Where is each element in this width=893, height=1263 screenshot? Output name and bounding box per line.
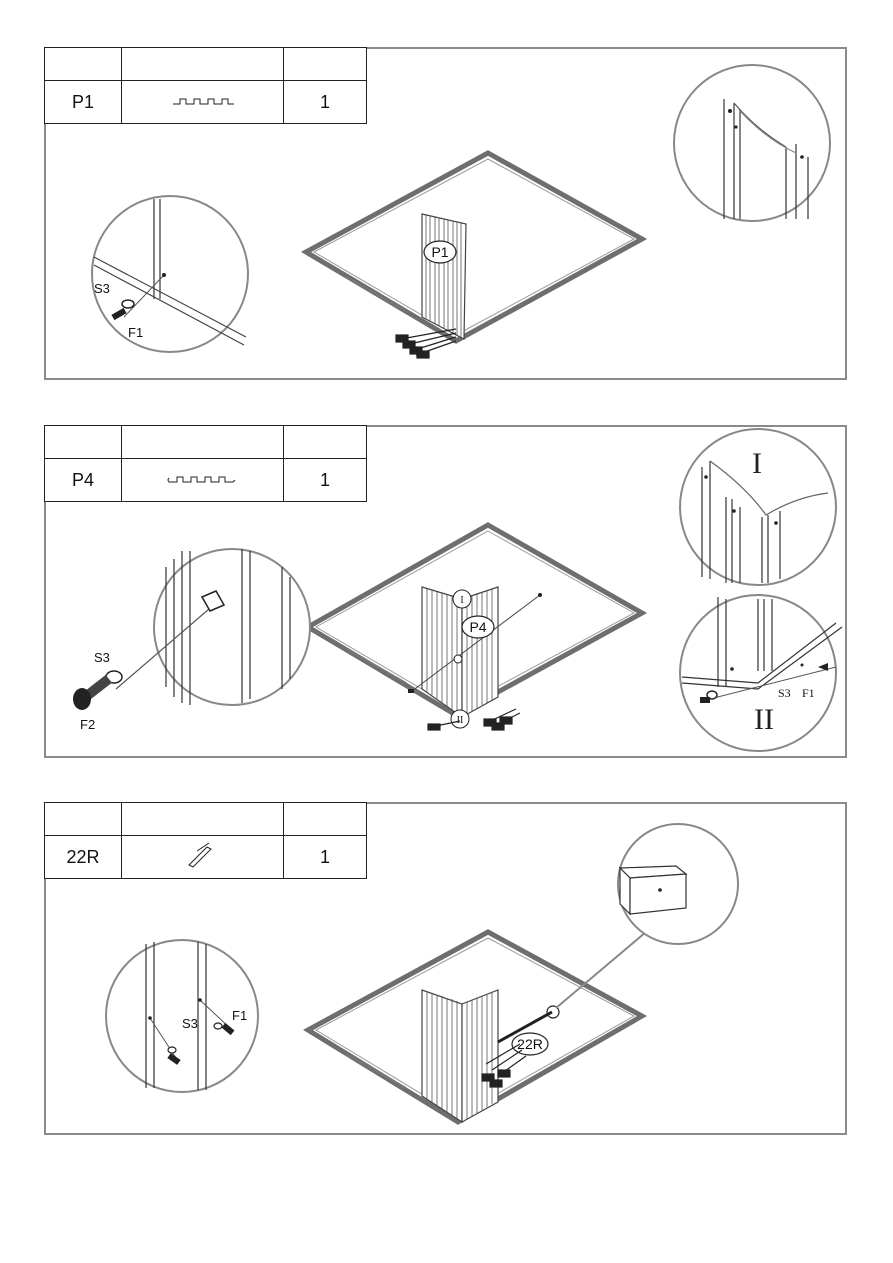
assembly-illustration-3: 22R xyxy=(105,823,739,1125)
parts-table-1: P1 1 xyxy=(44,47,367,124)
part-icon xyxy=(121,458,284,502)
step-panel-1: P1 1 P1 xyxy=(44,47,847,380)
detail-circle-bolt: S3 F2 xyxy=(73,548,311,732)
detail-circle-beam-end xyxy=(617,823,739,945)
part-callout-p1: P1 xyxy=(431,244,448,260)
label-screw: F1 xyxy=(232,1008,247,1023)
step-panel-2: P4 1 xyxy=(44,425,847,758)
callout-leader xyxy=(555,931,647,1009)
part-qty: 1 xyxy=(283,80,367,124)
marker-i-large: I xyxy=(752,447,762,480)
label-screw-detail: F1 xyxy=(802,686,815,700)
label-washer: S3 xyxy=(94,281,110,296)
detail-circle-i: I xyxy=(679,428,837,586)
part-icon xyxy=(121,80,284,124)
detail-circle-ii: S3 F1 II xyxy=(679,594,843,752)
wall-panel-corner: 22R xyxy=(421,989,560,1124)
marker-ii: II xyxy=(457,715,464,726)
label-washer: S3 xyxy=(94,650,110,665)
assembly-illustration-1: P1 S3 F1 xyxy=(91,64,831,359)
label-bolt: F2 xyxy=(80,717,95,732)
part-qty: 1 xyxy=(283,835,367,879)
label-screw: F1 xyxy=(128,325,143,340)
assembly-illustration-2: I II P4 S xyxy=(73,428,843,752)
wall-panel-p1: P1 xyxy=(421,213,467,340)
part-code: 22R xyxy=(44,835,122,879)
marker-i: I xyxy=(460,595,463,606)
detail-circle-fastener: S3 F1 xyxy=(105,939,259,1093)
step-panel-3: 22R 1 xyxy=(44,802,847,1135)
label-washer: S3 xyxy=(182,1016,198,1031)
part-code: P4 xyxy=(44,458,122,502)
wall-panel-p4: I II P4 xyxy=(408,586,542,729)
part-qty: 1 xyxy=(283,458,367,502)
part-callout-p4: P4 xyxy=(469,619,486,635)
screw-row xyxy=(481,1043,527,1088)
detail-circle-panel-edge xyxy=(673,64,831,222)
base-frame xyxy=(300,150,648,344)
screw-row xyxy=(395,328,457,359)
parts-table-3: 22R 1 xyxy=(44,802,367,879)
part-callout-22r: 22R xyxy=(517,1036,543,1052)
parts-table-2: P4 1 xyxy=(44,425,367,502)
detail-circle-fastener: S3 F1 xyxy=(91,195,249,353)
screw-row xyxy=(427,708,521,731)
marker-ii-large: II xyxy=(754,703,774,736)
label-washer-detail: S3 xyxy=(778,686,791,700)
